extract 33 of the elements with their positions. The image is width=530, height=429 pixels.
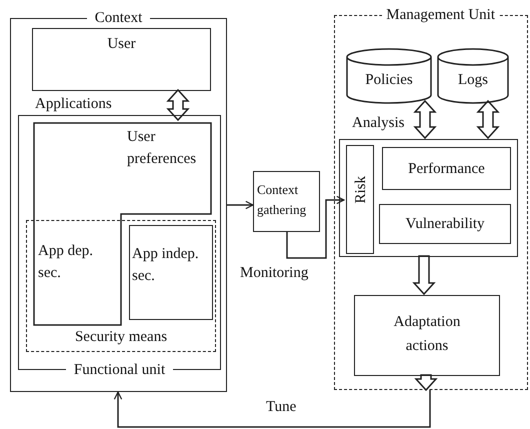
double-block-arrow xyxy=(166,88,190,122)
app-independent-box xyxy=(129,225,213,320)
box-label: User preferences xyxy=(127,128,198,169)
vulnerability-box xyxy=(379,204,511,244)
region-label: App dep. sec. xyxy=(38,242,94,283)
box-label: Logs xyxy=(457,71,489,90)
adaptation-box xyxy=(354,295,500,376)
performance-box xyxy=(382,147,511,190)
box-label: Vulnerability xyxy=(404,215,486,234)
database-cylinder xyxy=(346,49,432,103)
connector-arrow xyxy=(114,390,431,428)
heading-label: Applications xyxy=(35,95,112,114)
database-cylinder xyxy=(437,49,509,103)
block-arrow xyxy=(412,255,436,296)
box-label: Context gathering xyxy=(257,181,308,219)
risk-box xyxy=(346,145,374,254)
block-arrow xyxy=(414,374,438,392)
box-label: App indep. sec. xyxy=(132,245,200,286)
double-block-arrow xyxy=(413,100,437,140)
heading-label: Analysis xyxy=(352,114,404,133)
box-label: Performance xyxy=(407,160,486,179)
process-box xyxy=(253,171,320,232)
box-label: Policies xyxy=(364,71,414,90)
arrow xyxy=(227,200,254,210)
group-label: Security means xyxy=(74,328,168,346)
connector-arrow xyxy=(286,196,345,259)
user-box xyxy=(32,28,211,91)
box-label: Risk xyxy=(352,176,370,204)
box-label: User xyxy=(106,35,137,54)
security-means-group xyxy=(26,220,216,352)
double-block-arrow xyxy=(476,100,500,140)
box-label: Adaptation actions xyxy=(392,313,462,356)
user-preferences-box xyxy=(33,122,212,326)
